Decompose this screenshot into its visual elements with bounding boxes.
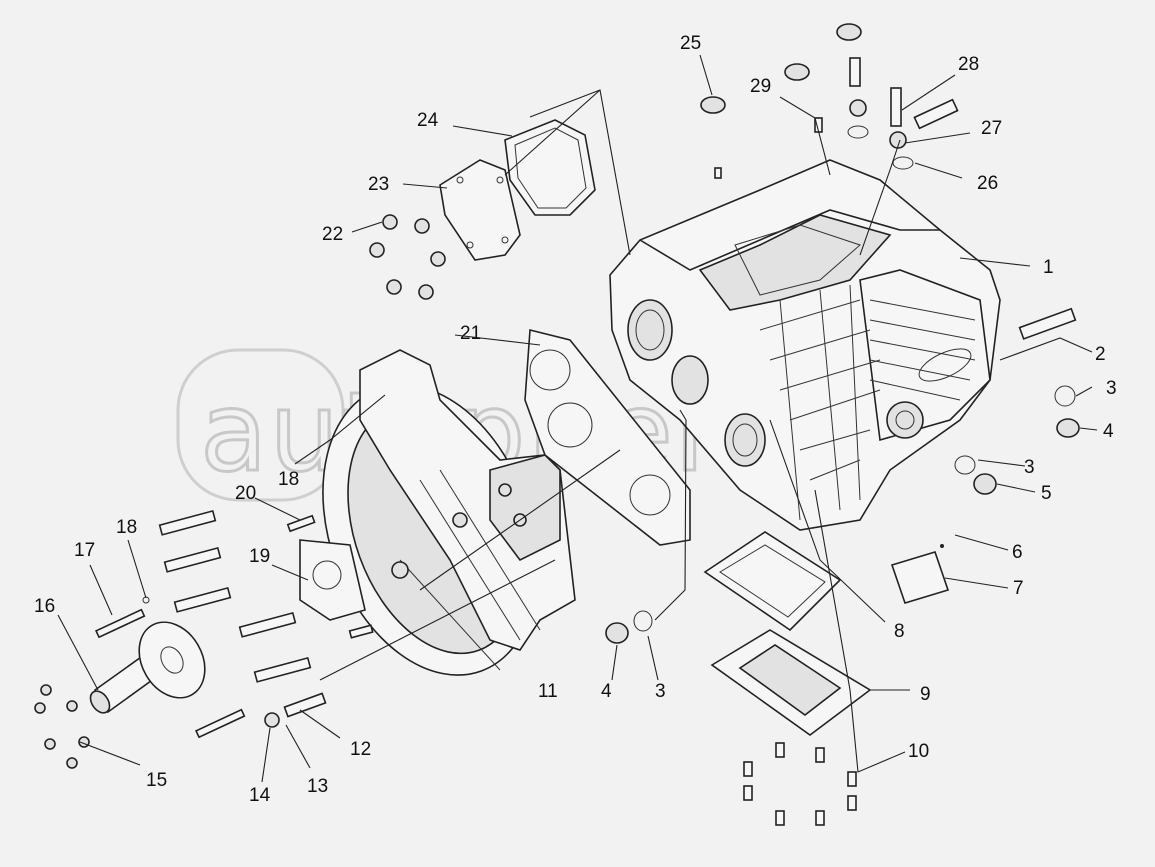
gearbox-housing (609, 159, 1001, 531)
callout-18-a: 18 (116, 517, 137, 538)
callout-22: 22 (322, 224, 343, 245)
callout-24: 24 (417, 110, 439, 131)
callout-8: 8 (894, 621, 905, 642)
callout-29: 29 (750, 76, 771, 97)
callout-18-b: 18 (278, 469, 299, 490)
callout-2: 2 (1095, 344, 1106, 365)
callout-11: 11 (538, 681, 558, 702)
right-small-parts (890, 307, 1080, 604)
callout-5: 5 (1041, 483, 1052, 504)
cover-23 (439, 159, 521, 261)
callout-15: 15 (146, 770, 167, 791)
callout-16: 16 (34, 596, 55, 617)
clutch-housing (322, 349, 576, 676)
callout-23: 23 (368, 174, 389, 195)
callout-12: 12 (350, 739, 371, 760)
callout-3-b: 3 (1024, 457, 1035, 478)
callout-14: 14 (249, 785, 271, 806)
callout-26: 26 (977, 173, 998, 194)
callout-13: 13 (307, 776, 328, 797)
gasket-24 (504, 119, 596, 216)
callout-7: 7 (1013, 578, 1024, 599)
callout-20: 20 (235, 483, 256, 504)
callout-19: 19 (249, 546, 270, 567)
gasket-21 (524, 328, 691, 546)
callout-10: 10 (908, 741, 929, 762)
callout-4-b: 4 (601, 681, 612, 702)
callout-21: 21 (460, 323, 481, 344)
callout-9: 9 (920, 684, 931, 705)
callout-25: 25 (680, 33, 701, 54)
callout-6: 6 (1012, 542, 1023, 563)
callout-17: 17 (74, 540, 95, 561)
callout-28: 28 (958, 54, 979, 75)
leader-lines (57, 54, 1098, 783)
callout-27: 27 (981, 118, 1002, 139)
top-small-parts (700, 23, 959, 179)
bolts-10 (743, 742, 857, 826)
left-small-parts (34, 509, 374, 769)
callout-labels: 1 2 3 4 3 5 6 7 8 9 10 11 12 13 14 15 16… (34, 33, 1117, 806)
callout-1: 1 (1043, 257, 1054, 278)
cover-9 (710, 629, 872, 736)
callout-3-c: 3 (655, 681, 666, 702)
callout-3-a: 3 (1106, 378, 1117, 399)
callout-4-a: 4 (1103, 421, 1114, 442)
washers-22 (369, 214, 446, 300)
gasket-8 (703, 531, 842, 632)
